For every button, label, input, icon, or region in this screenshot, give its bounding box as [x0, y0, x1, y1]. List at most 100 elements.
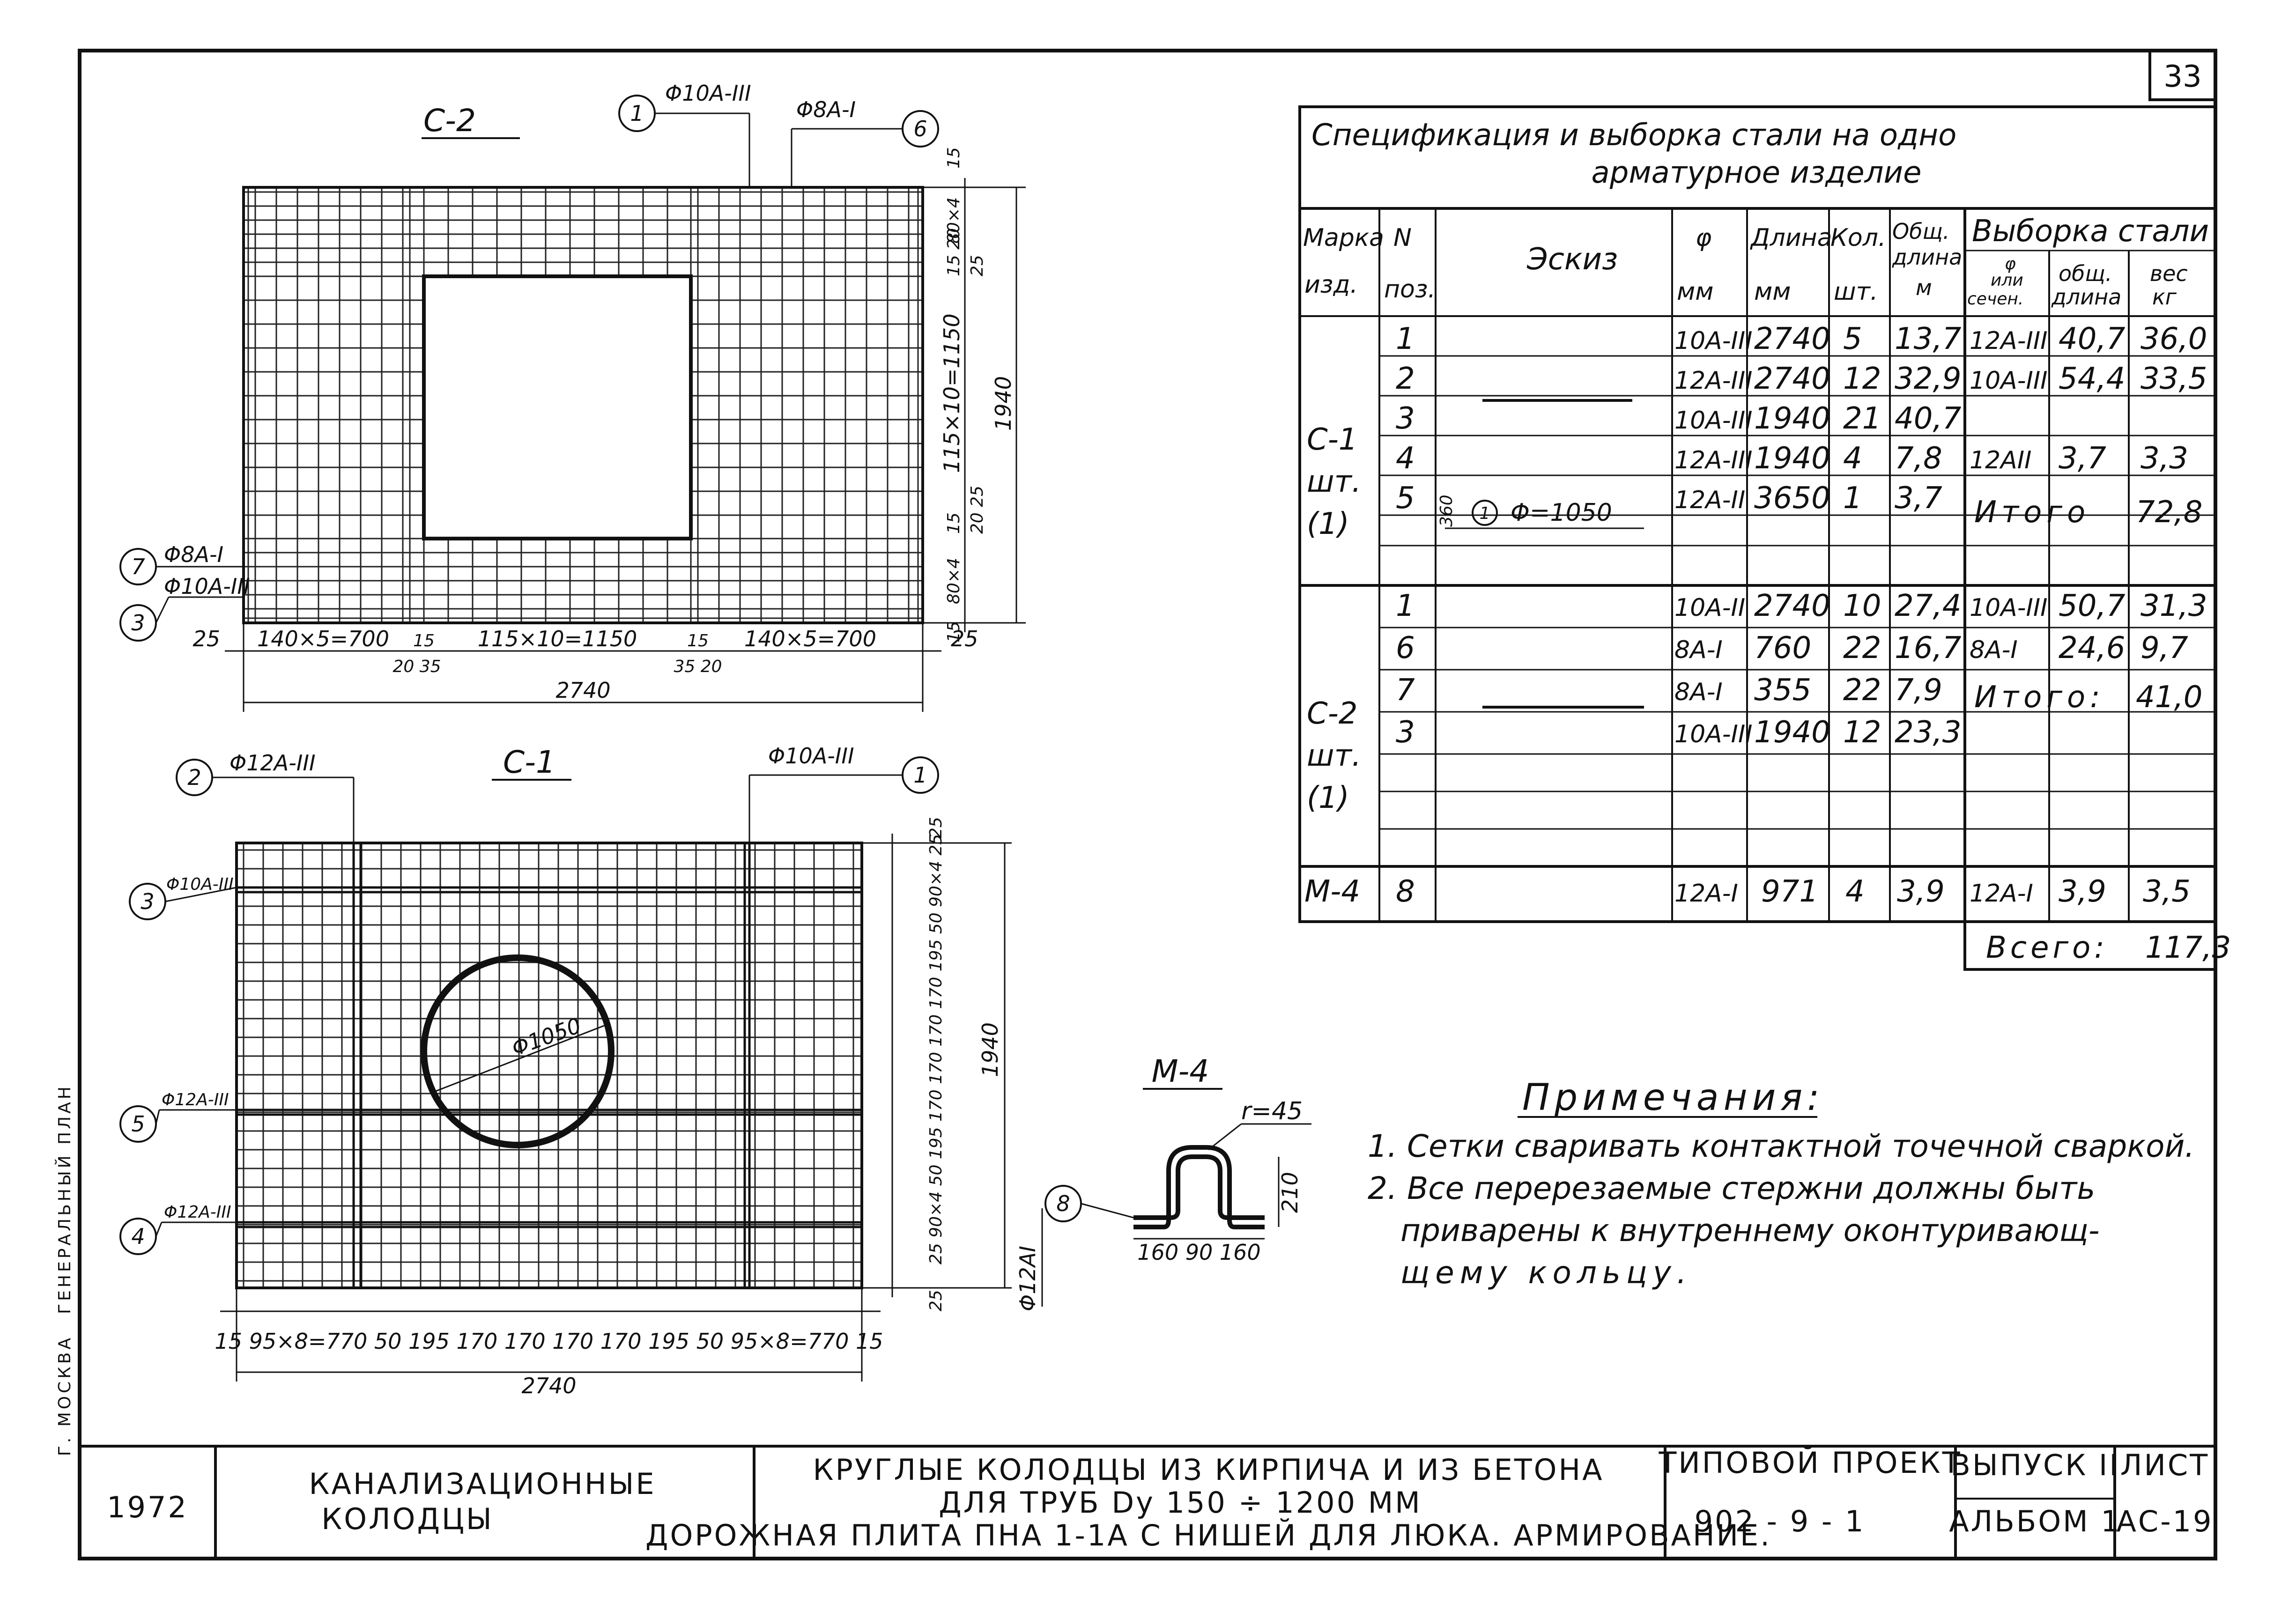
- hdr-dia: мм: [1677, 278, 1713, 306]
- hdr-sel-dia: или: [1991, 271, 2023, 290]
- m4-title: М-4: [1152, 1053, 1209, 1089]
- c1-cell-dia: 10A-III: [1674, 407, 1753, 435]
- title-block: 1972 КАНАЛИЗАЦИОННЫЕ КОЛОДЦЫ КРУГЛЫЕ КОЛ…: [107, 1446, 2211, 1552]
- c1-cell-tot: 40,7: [1895, 401, 1962, 436]
- spec-table-frame: [1298, 105, 2217, 923]
- dimension-text: 115×10=1150: [939, 314, 964, 473]
- c1-cell-pos: 3: [1396, 401, 1415, 436]
- dimension-text: 1940: [991, 376, 1016, 431]
- hdr-total-len: Общ.: [1892, 219, 1950, 244]
- tb-desc: КРУГЛЫЕ КОЛОДЦЫ ИЗ КИРПИЧА И ИЗ БЕТОНА: [813, 1453, 1604, 1487]
- dimension-text: 15: [944, 147, 963, 169]
- m4-bar-shape: [1133, 1154, 1265, 1220]
- callout-number: 2: [187, 765, 201, 790]
- c1-cell-len: 2740: [1754, 362, 1830, 396]
- m4-base-dim: 160 90 160: [1137, 1240, 1260, 1265]
- tb-issue: ВЫПУСК II: [1950, 1448, 2119, 1482]
- note-line: щему кольцу.: [1400, 1255, 1692, 1291]
- hdr-qty: шт.: [1834, 278, 1878, 306]
- dimension-text: 1940: [978, 1022, 1003, 1077]
- hdr-mark: изд.: [1304, 271, 1358, 299]
- note-line: 1. Сетки сваривать контактной точечной с…: [1368, 1128, 2194, 1164]
- mesh-c2-opening: [422, 274, 693, 540]
- c2-cell-pos: 1: [1396, 589, 1415, 623]
- hdr-dia: φ: [1696, 224, 1711, 252]
- c2-cell-qty: 12: [1843, 715, 1881, 750]
- c1-cell-dia: 10A-III: [1674, 327, 1753, 355]
- c1-subtotal-label: Итого: [1974, 495, 2090, 530]
- c2-cell-tot: 23,3: [1895, 715, 1962, 750]
- m4-radius: r=45: [1241, 1097, 1303, 1125]
- c1-cell-tot: 7,8: [1895, 441, 1942, 476]
- hdr-qty: Кол.: [1830, 224, 1886, 252]
- sketch-circle-num: 1: [1480, 504, 1490, 523]
- c2-mark: С-2: [1307, 696, 1358, 731]
- c1-cell-qty: 5: [1843, 322, 1862, 356]
- c1-cell-dia: 12A-II: [1674, 486, 1745, 514]
- m4-dia: 12A-I: [1674, 880, 1738, 908]
- mesh-c2: С-2 1 Φ10A-III 6 Φ8A-I 7 Φ8A-I 3 Φ10A-II…: [119, 81, 1026, 712]
- c1-subtotal-value: 72,8: [2136, 495, 2203, 530]
- c1-cell-sel-w: 3,3: [2140, 441, 2188, 476]
- spec-title-line1: Спецификация и выборка стали на одно: [1311, 118, 1956, 153]
- c2-cell-len: 355: [1754, 673, 1811, 708]
- m4-bar-shape-inner: [1133, 1145, 1265, 1229]
- callout-bar-label: Φ8A-I: [796, 97, 856, 122]
- dimension-text: 20 35: [393, 657, 441, 676]
- callout-number: 7: [131, 554, 145, 579]
- dimension-text: 25: [926, 817, 946, 838]
- spec-title-line2: арматурное изделие: [1592, 155, 1922, 190]
- dimension-text: 35 20: [674, 657, 722, 676]
- note-line: 2. Все перерезаемые стержни должны быть: [1368, 1170, 2095, 1206]
- m4-mark: М-4: [1304, 874, 1360, 909]
- c1-mark: шт.: [1307, 465, 1361, 499]
- hdr-sel-len: общ.: [2059, 261, 2112, 286]
- c2-cell-qty: 10: [1843, 589, 1881, 623]
- callout-bar-label: Φ12AI: [1015, 1246, 1040, 1311]
- mesh-c2-outline: [242, 186, 924, 624]
- dimension-text: 25 90×4 50 195 170 170 170 170 195 50 90…: [926, 834, 946, 1264]
- total-value: 117,3: [2145, 931, 2231, 965]
- c2-cell-sel-w: 9,7: [2140, 631, 2188, 665]
- dimension-text: 140×5=700: [257, 626, 389, 651]
- dimension-text: 15 20: [944, 228, 963, 276]
- c1-cell-sel-len: 54,4: [2059, 362, 2126, 396]
- notes: Примечания: 1. Сетки сваривать контактно…: [1368, 1077, 2194, 1291]
- tb-sheet-label: ЛИСТ: [2120, 1448, 2209, 1482]
- callout-number: 3: [141, 889, 154, 914]
- hdr-pos: N: [1393, 224, 1412, 252]
- dimension-text: 80×4: [944, 558, 963, 604]
- dimension-text: 80×4: [944, 197, 963, 244]
- c2-cell-dia: 10A-III: [1674, 720, 1753, 748]
- ring-label: Φ1050: [508, 1013, 585, 1061]
- c2-cell-dia: 10A-II: [1674, 594, 1745, 622]
- sketch-ring-icon: [1472, 500, 1498, 526]
- hdr-mark: Марка: [1303, 224, 1384, 252]
- m4-sel-dia: 12A-I: [1970, 880, 2033, 908]
- dimension-text: 25: [193, 626, 220, 651]
- c1-cell-sel-len: 3,7: [2059, 441, 2106, 476]
- hdr-sel-dia: φ: [2005, 254, 2016, 273]
- tb-desc: ДЛЯ ТРУБ Dу 150 ÷ 1200 ММ: [939, 1486, 1422, 1520]
- total-label: Всего:: [1986, 931, 2108, 965]
- dimension-text: 20 25: [968, 486, 987, 534]
- c2-cell-sel-w: 31,3: [2140, 589, 2207, 623]
- c2-cell-tot: 27,4: [1895, 589, 1962, 623]
- notes-title: Примечания:: [1522, 1077, 1824, 1119]
- page-number: 33: [2163, 59, 2201, 94]
- mesh-c1-outline: [235, 842, 863, 1289]
- hdr-sel-len: длина: [2051, 284, 2121, 310]
- leader-line: [155, 597, 170, 623]
- tb-year: 1972: [107, 1490, 188, 1524]
- spec-row-lines: [1379, 355, 2215, 830]
- c1-cell-pos: 4: [1396, 441, 1415, 476]
- callout-bar-label: Φ8A-I: [164, 542, 223, 567]
- leader-line: [165, 887, 237, 902]
- callout-bar-label: Φ12A-III: [230, 750, 316, 776]
- tb-album: АЛЬБОМ 1: [1949, 1504, 2121, 1538]
- dimension-text: 25: [968, 255, 987, 276]
- c2-cell-len: 760: [1754, 631, 1811, 665]
- tb-section: КОЛОДЦЫ: [321, 1502, 494, 1536]
- callout-number: 6: [913, 116, 927, 141]
